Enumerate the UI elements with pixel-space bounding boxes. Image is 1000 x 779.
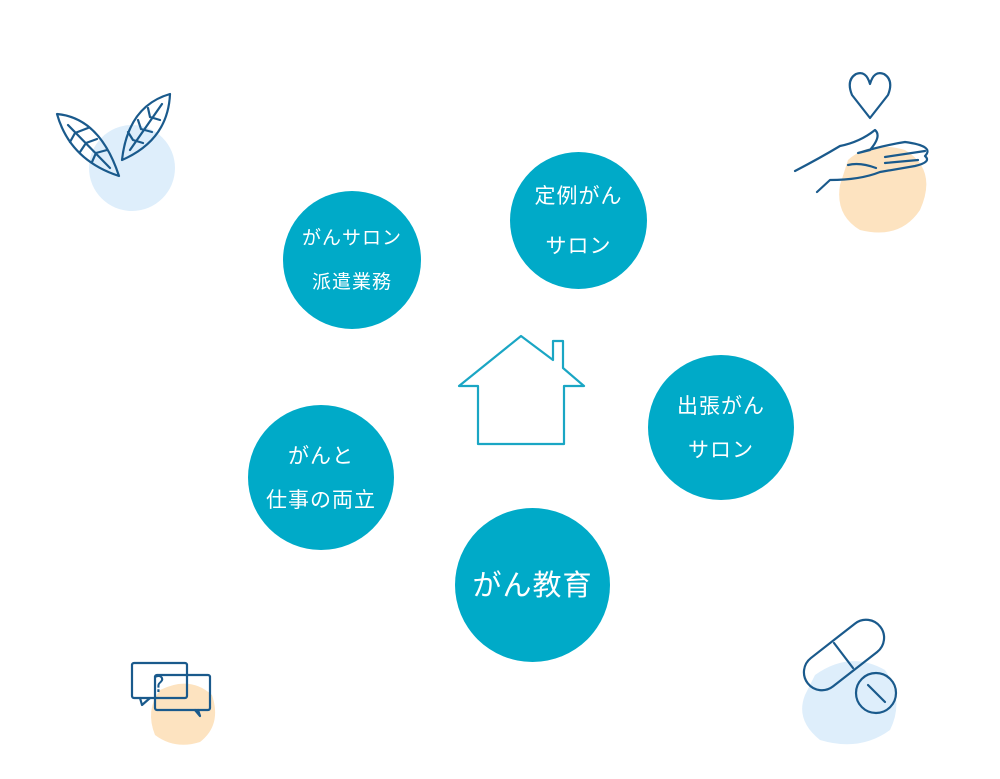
label-line: 仕事の両立 bbox=[266, 487, 376, 512]
label-line: サロン bbox=[688, 437, 754, 462]
service-education[interactable]: がん教育 bbox=[455, 508, 610, 662]
label-line: がん教育 bbox=[472, 568, 593, 602]
label-line: サロン bbox=[545, 233, 612, 258]
service-work-balance[interactable]: がんと 仕事の両立 bbox=[248, 405, 394, 550]
question-chat-icon: ? bbox=[130, 661, 216, 745]
svg-text:?: ? bbox=[153, 673, 165, 698]
label-line: がんと bbox=[288, 443, 354, 468]
label-line: がんサロン bbox=[301, 227, 402, 249]
leaves-icon bbox=[55, 92, 175, 211]
heart-hand-icon bbox=[793, 72, 929, 233]
label-line: 派遣業務 bbox=[311, 271, 392, 293]
label-line: 定例がん bbox=[534, 183, 623, 208]
house-icon bbox=[457, 334, 586, 446]
service-regular-salon[interactable]: 定例がん サロン bbox=[510, 152, 647, 289]
service-salon-dispatch[interactable]: がんサロン 派遣業務 bbox=[283, 191, 421, 329]
label-line: 出張がん bbox=[677, 393, 765, 418]
service-mobile-salon[interactable]: 出張がん サロン bbox=[648, 355, 794, 500]
pill-icon bbox=[802, 618, 898, 745]
